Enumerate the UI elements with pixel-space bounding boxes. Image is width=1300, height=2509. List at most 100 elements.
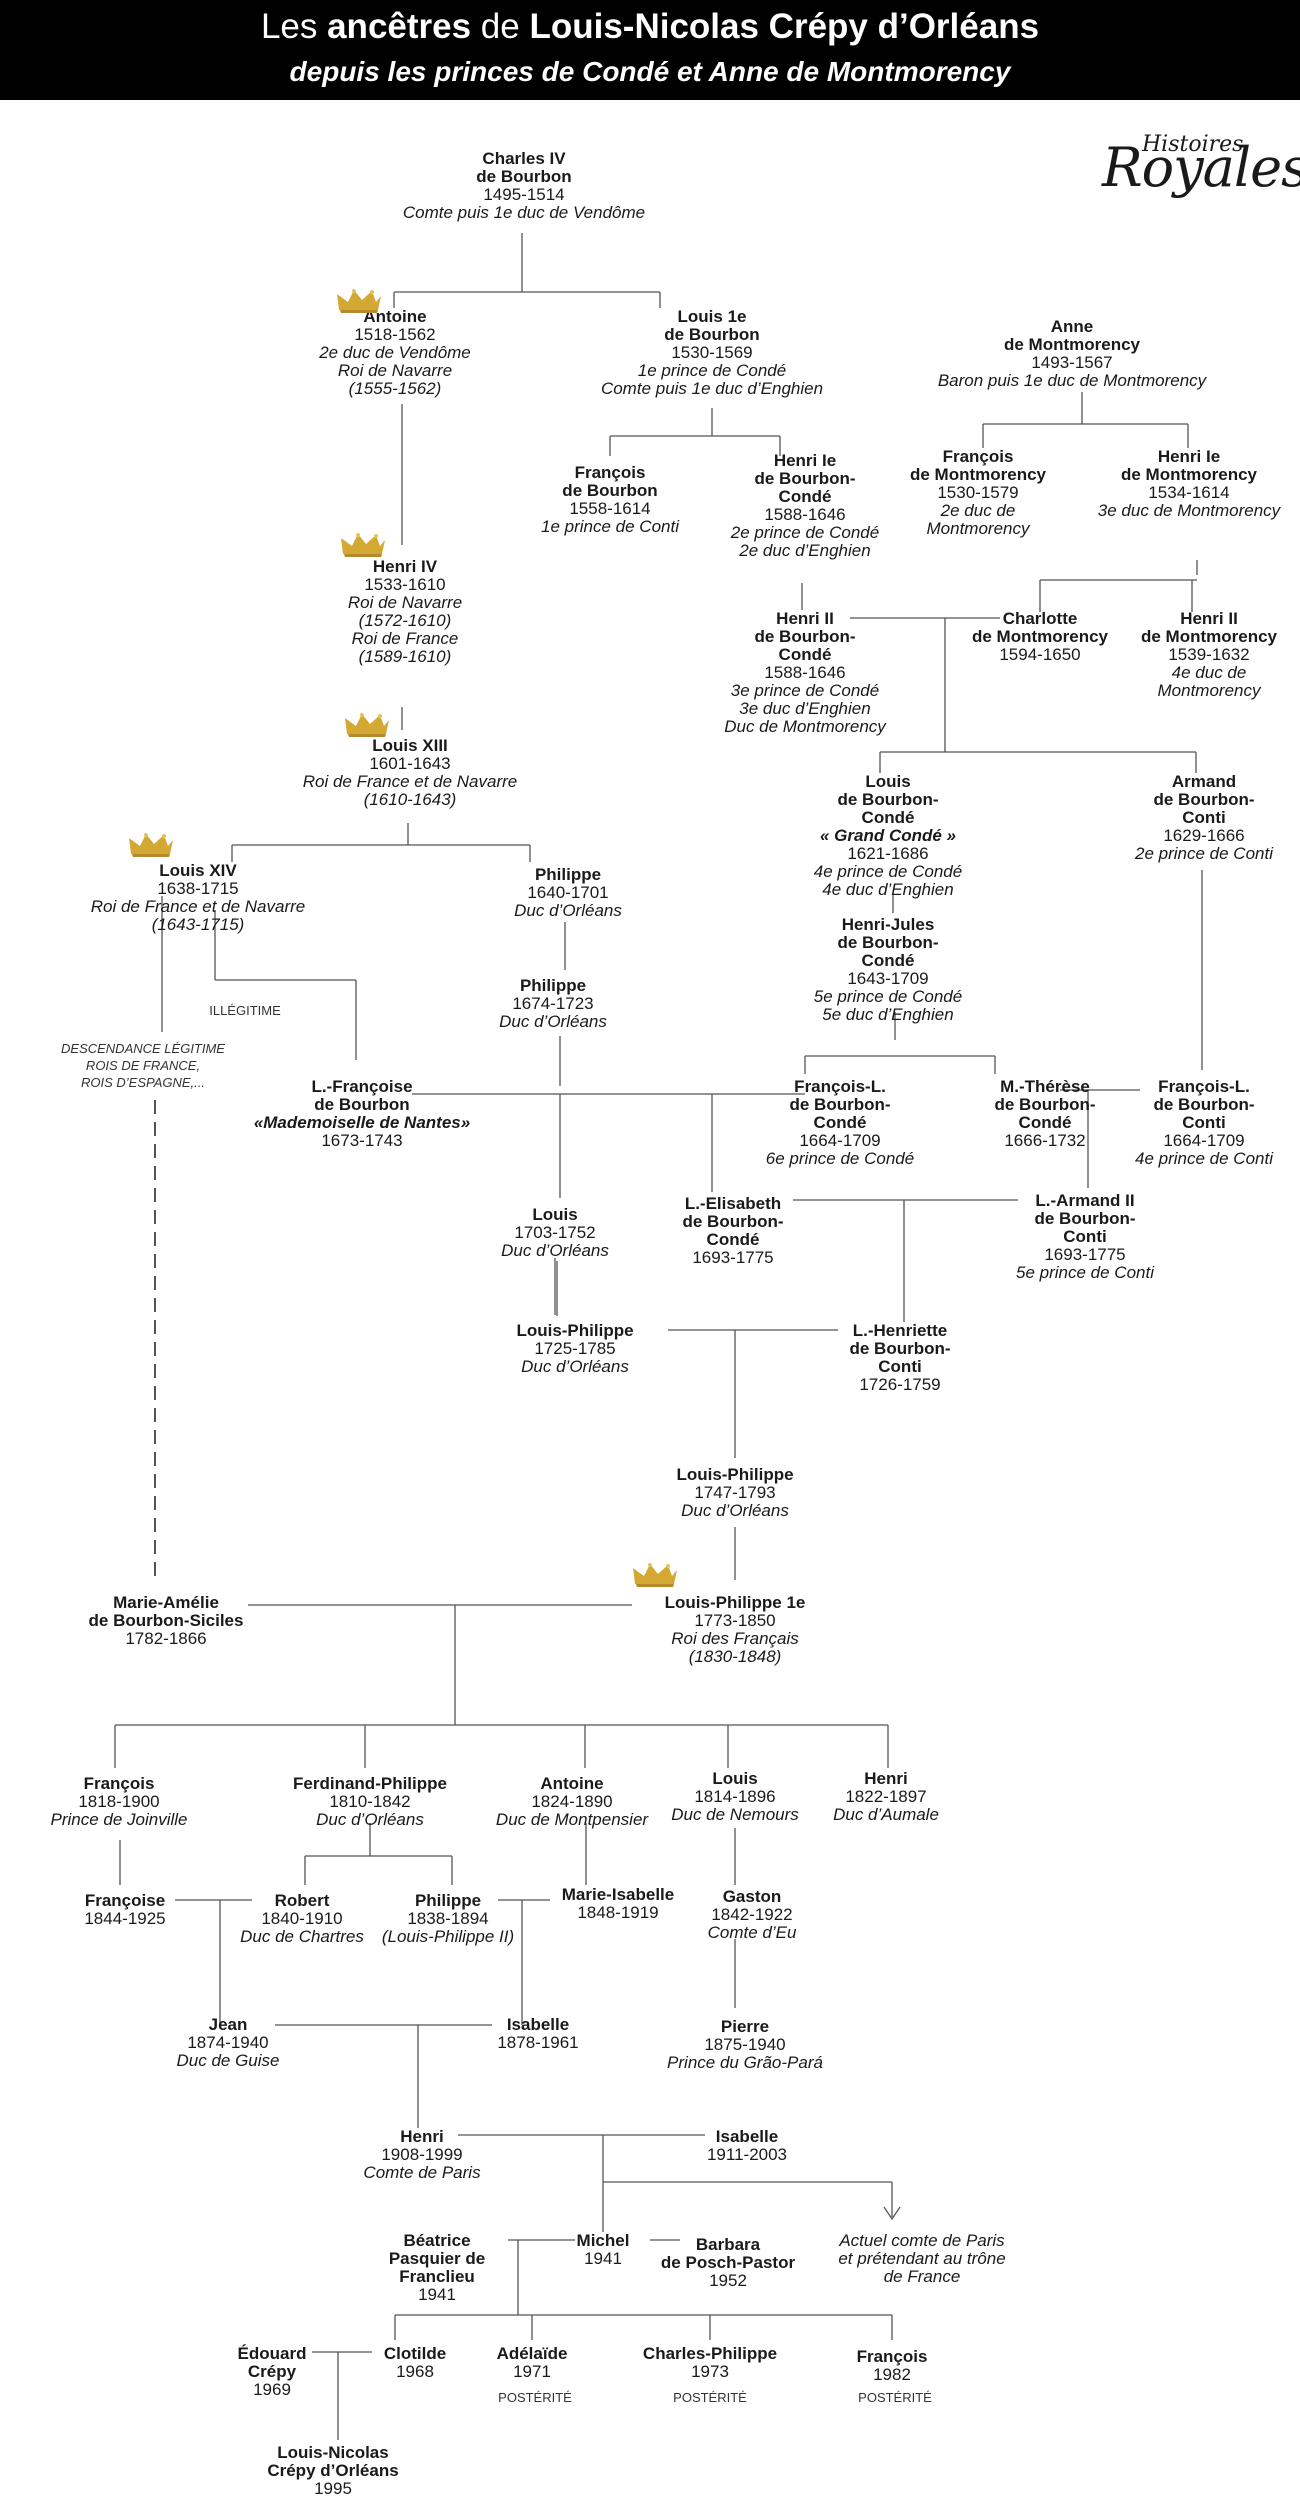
person-name: Anne [1050, 317, 1094, 336]
person-title: Duc de Nemours [671, 1805, 799, 1824]
person-name: de Bourbon- [754, 627, 856, 646]
person-name: Condé [861, 951, 915, 970]
person-name: de Bourbon [314, 1095, 410, 1114]
person-name: de Bourbon [562, 481, 658, 500]
person-title: (1830-1848) [688, 1647, 782, 1666]
person-dates: 1971 [513, 2362, 551, 2381]
person-title: Baron puis 1e duc de Montmorency [937, 371, 1207, 390]
person-name: Franclieu [399, 2267, 475, 2286]
person-dates: 1629-1666 [1163, 826, 1245, 845]
person-title: 5e prince de Conti [1016, 1263, 1154, 1282]
person-name: Conti [878, 1357, 922, 1376]
person-name: de Bourbon [476, 167, 572, 186]
person-name: de Montmorency [1140, 627, 1278, 646]
person-title: 3e duc d’Enghien [739, 699, 871, 718]
person-name: de Bourbon- [837, 933, 939, 952]
person-name: Adélaïde [496, 2344, 568, 2363]
person-title: 3e duc de Montmorency [1097, 501, 1281, 520]
person-name: François [942, 447, 1014, 466]
header-banner: Les ancêtres de Louis-Nicolas Crépy d’Or… [0, 0, 1300, 100]
person-title: (1589-1610) [358, 647, 452, 666]
person-name: Louis XIII [372, 736, 448, 755]
person-name: de Bourbon- [1153, 1095, 1255, 1114]
person-title: Roi de Navarre [337, 361, 453, 380]
posterity-label-francois: POSTÉRITÉ [858, 2390, 932, 2405]
person-dates: 1773-1850 [694, 1611, 776, 1630]
person-name: Crépy d’Orléans [267, 2461, 399, 2480]
person-name: Philippe [534, 865, 602, 884]
person-dates: 1814-1896 [694, 1787, 776, 1806]
person-name: Conti [1063, 1227, 1107, 1246]
person-name: L.-Françoise [311, 1077, 413, 1096]
page-title: Les ancêtres de Louis-Nicolas Crépy d’Or… [260, 7, 1040, 46]
person-name: L.-Armand II [1035, 1191, 1135, 1210]
person-dates: 1995 [314, 2479, 352, 2498]
person-dates: 1601-1643 [369, 754, 451, 773]
person-name: Louis-Philippe 1e [664, 1593, 806, 1612]
person-dates: 1534-1614 [1148, 483, 1230, 502]
person-title: 2e prince de Condé [730, 523, 880, 542]
person-title: Comte de Paris [363, 2163, 481, 2182]
person-name: Clotilde [383, 2344, 447, 2363]
person-title: Duc d’Aumale [833, 1805, 939, 1824]
person-name: L.-Elisabeth [684, 1194, 782, 1213]
person-dates: 1664-1709 [1163, 1131, 1245, 1150]
person-dates: 1810-1842 [329, 1792, 411, 1811]
person-title: Roi de France et de Navarre [302, 772, 518, 791]
arrow-icon [883, 2206, 901, 2221]
person-name: François [83, 1774, 155, 1793]
person-name: Louis [532, 1205, 578, 1224]
person-name: Henri-Jules [841, 915, 935, 934]
person-dates: 1693-1775 [1044, 1245, 1126, 1264]
person-dates: 1726-1759 [859, 1375, 941, 1394]
person-dates: 1952 [709, 2271, 747, 2290]
person-title: et prétendant au trône [838, 2249, 1006, 2268]
person-name: Condé [778, 487, 832, 506]
person-name: de Bourbon- [1034, 1209, 1136, 1228]
person-name: L.-Henriette [852, 1321, 948, 1340]
person-name: de Posch-Pastor [660, 2253, 796, 2272]
person-name: Isabelle [506, 2015, 570, 2034]
person-title: Duc d’Orléans [521, 1357, 629, 1376]
person-name: de Montmorency [1003, 335, 1141, 354]
person-dates: 1594-1650 [999, 645, 1081, 664]
person-name: Condé [813, 1113, 867, 1132]
person-name: Henri Ie [773, 451, 837, 470]
person-title: 4e prince de Condé [813, 862, 963, 881]
person-name: Philippe [414, 1891, 482, 1910]
person-name: Henri II [776, 609, 834, 628]
person-title: (1555-1562) [348, 379, 442, 398]
person-name: Henri IV [372, 557, 438, 576]
person-dates: 1878-1961 [497, 2033, 579, 2052]
person-title: (1610-1643) [363, 790, 457, 809]
person-title: 5e duc d’Enghien [822, 1005, 954, 1024]
person-dates: 1674-1723 [512, 994, 594, 1013]
person-dates: 1673-1743 [321, 1131, 403, 1150]
person-name: Charles-Philippe [642, 2344, 778, 2363]
person-name: Crépy [247, 2362, 297, 2381]
